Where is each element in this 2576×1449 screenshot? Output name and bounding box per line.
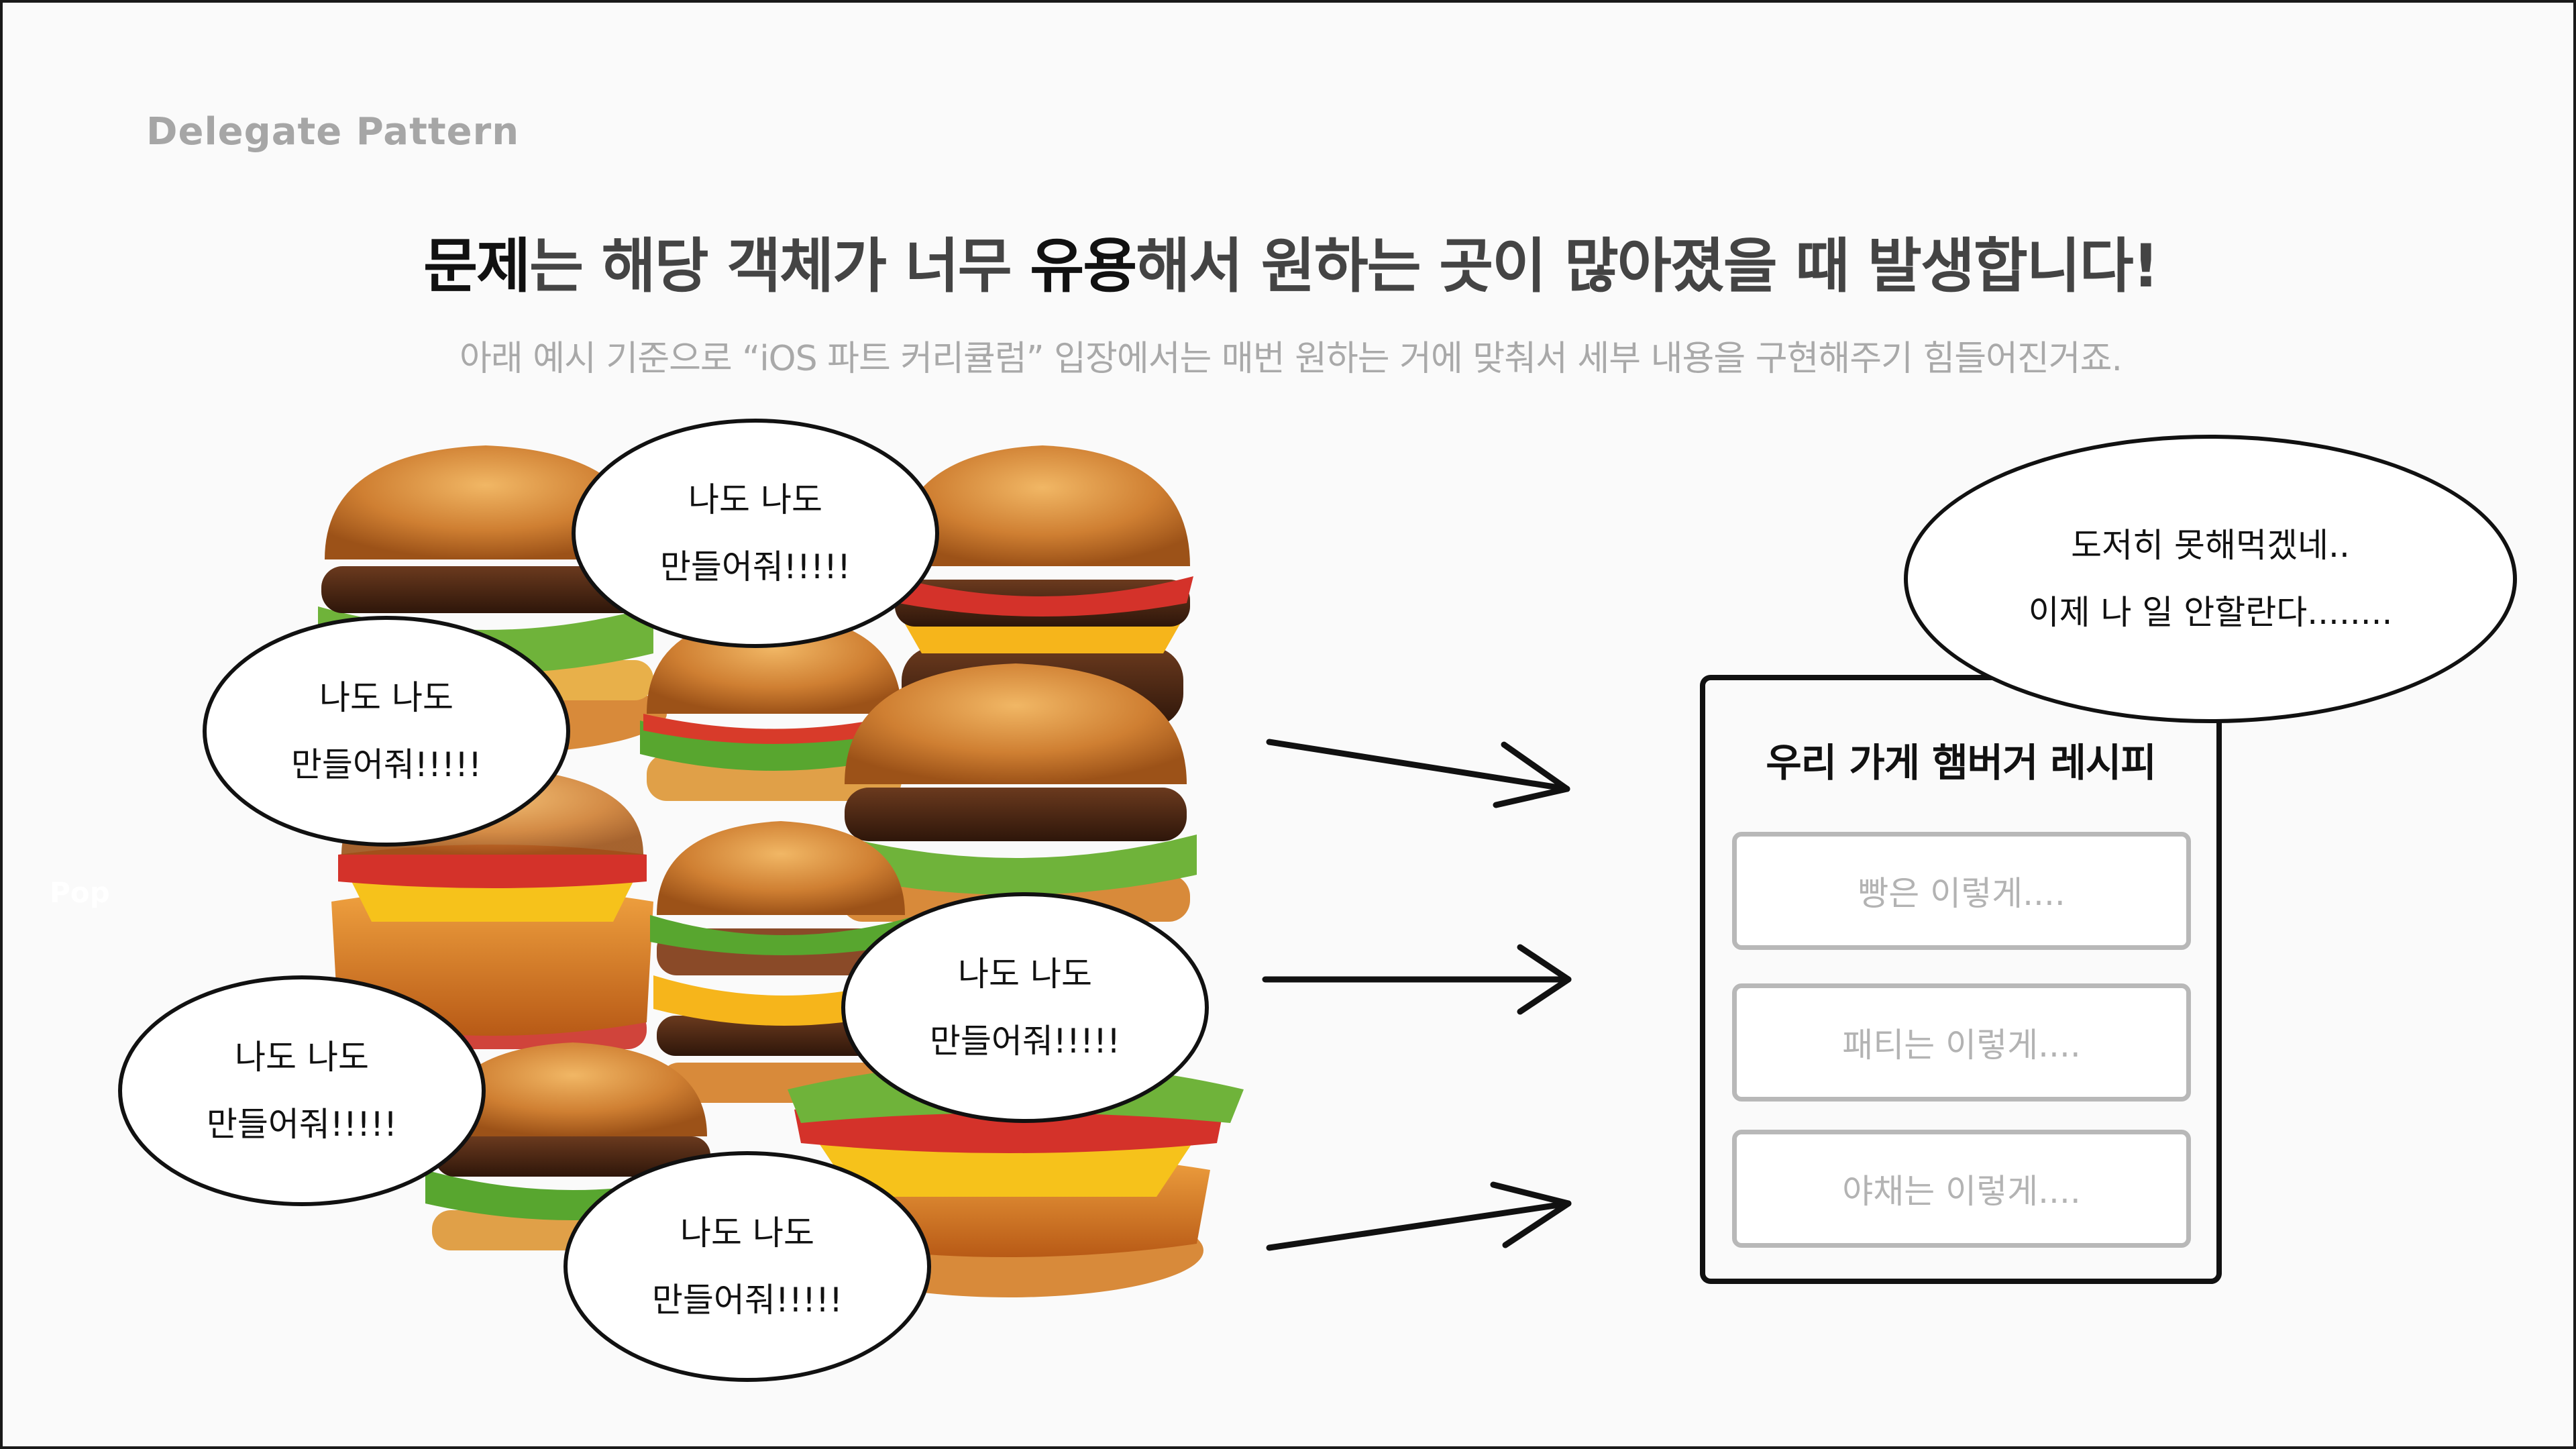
complaint-bubble: 도저히 못해먹겠네.. 이제 나 일 안할란다........ bbox=[1904, 435, 2517, 723]
burger-back-right bbox=[892, 445, 1193, 727]
request-line-1: 나도 나도 bbox=[958, 955, 1092, 994]
arrow-right-icon bbox=[1262, 944, 1572, 1015]
headline-word-useful: 유용 bbox=[1030, 231, 1137, 301]
arrow-right-icon bbox=[1266, 1181, 1572, 1251]
recipe-title: 우리 가게 햄버거 레시피 bbox=[1766, 740, 2156, 786]
request-line-1: 나도 나도 bbox=[688, 480, 822, 519]
request-line-1: 나도 나도 bbox=[319, 678, 453, 717]
request-line-2: 만들어줘!!!!! bbox=[929, 1022, 1121, 1061]
complaint-line-1: 도저히 못해먹겠네.. bbox=[2071, 526, 2350, 565]
headline-part-4: 해서 원하는 곳이 많아졌을 때 발생합니다! bbox=[1136, 231, 2159, 301]
headline-word-problem: 문제 bbox=[423, 231, 531, 301]
request-bubble: 나도 나도 만들어줘!!!!! bbox=[572, 419, 939, 648]
request-bubble: 나도 나도 만들어줘!!!!! bbox=[564, 1151, 931, 1382]
request-line-2: 만들어줘!!!!! bbox=[659, 547, 851, 586]
request-line-2: 만들어줘!!!!! bbox=[651, 1281, 843, 1320]
headline-part-2: 는 해당 객체가 너무 bbox=[529, 231, 1030, 301]
request-line-2: 만들어줘!!!!! bbox=[290, 745, 482, 784]
recipe-step-bun: 빵은 이렇게.... bbox=[1732, 832, 2191, 950]
request-line-1: 나도 나도 bbox=[680, 1214, 814, 1252]
side-label: Pop bbox=[50, 876, 110, 909]
request-bubble: 나도 나도 만들어줘!!!!! bbox=[841, 892, 1209, 1123]
arrow-right-icon bbox=[1262, 739, 1572, 1251]
subheadline: 아래 예시 기준으로 “iOS 파트 커리큘럼” 입장에서는 매번 원하는 거에… bbox=[459, 339, 2123, 379]
recipe-step-vegetable: 야채는 이렇게.... bbox=[1732, 1130, 2191, 1248]
headline: 문제는 해당 객체가 너무 유용해서 원하는 곳이 많아졌을 때 발생합니다! bbox=[3, 219, 2573, 304]
recipe-card: 우리 가게 햄버거 레시피 빵은 이렇게.... 패티는 이렇게.... 야채는… bbox=[1700, 675, 2222, 1284]
complaint-line-2: 이제 나 일 안할란다........ bbox=[2028, 593, 2393, 632]
section-kicker: Delegate Pattern bbox=[146, 110, 520, 154]
request-bubble: 나도 나도 만들어줘!!!!! bbox=[203, 616, 570, 847]
request-line-1: 나도 나도 bbox=[235, 1038, 369, 1077]
recipe-step-patty: 패티는 이렇게.... bbox=[1732, 983, 2191, 1102]
arrow-right-icon bbox=[1266, 739, 1570, 808]
burger-middle-stack bbox=[650, 821, 918, 1103]
request-bubble: 나도 나도 만들어줘!!!!! bbox=[118, 975, 486, 1206]
request-line-2: 만들어줘!!!!! bbox=[206, 1105, 398, 1144]
